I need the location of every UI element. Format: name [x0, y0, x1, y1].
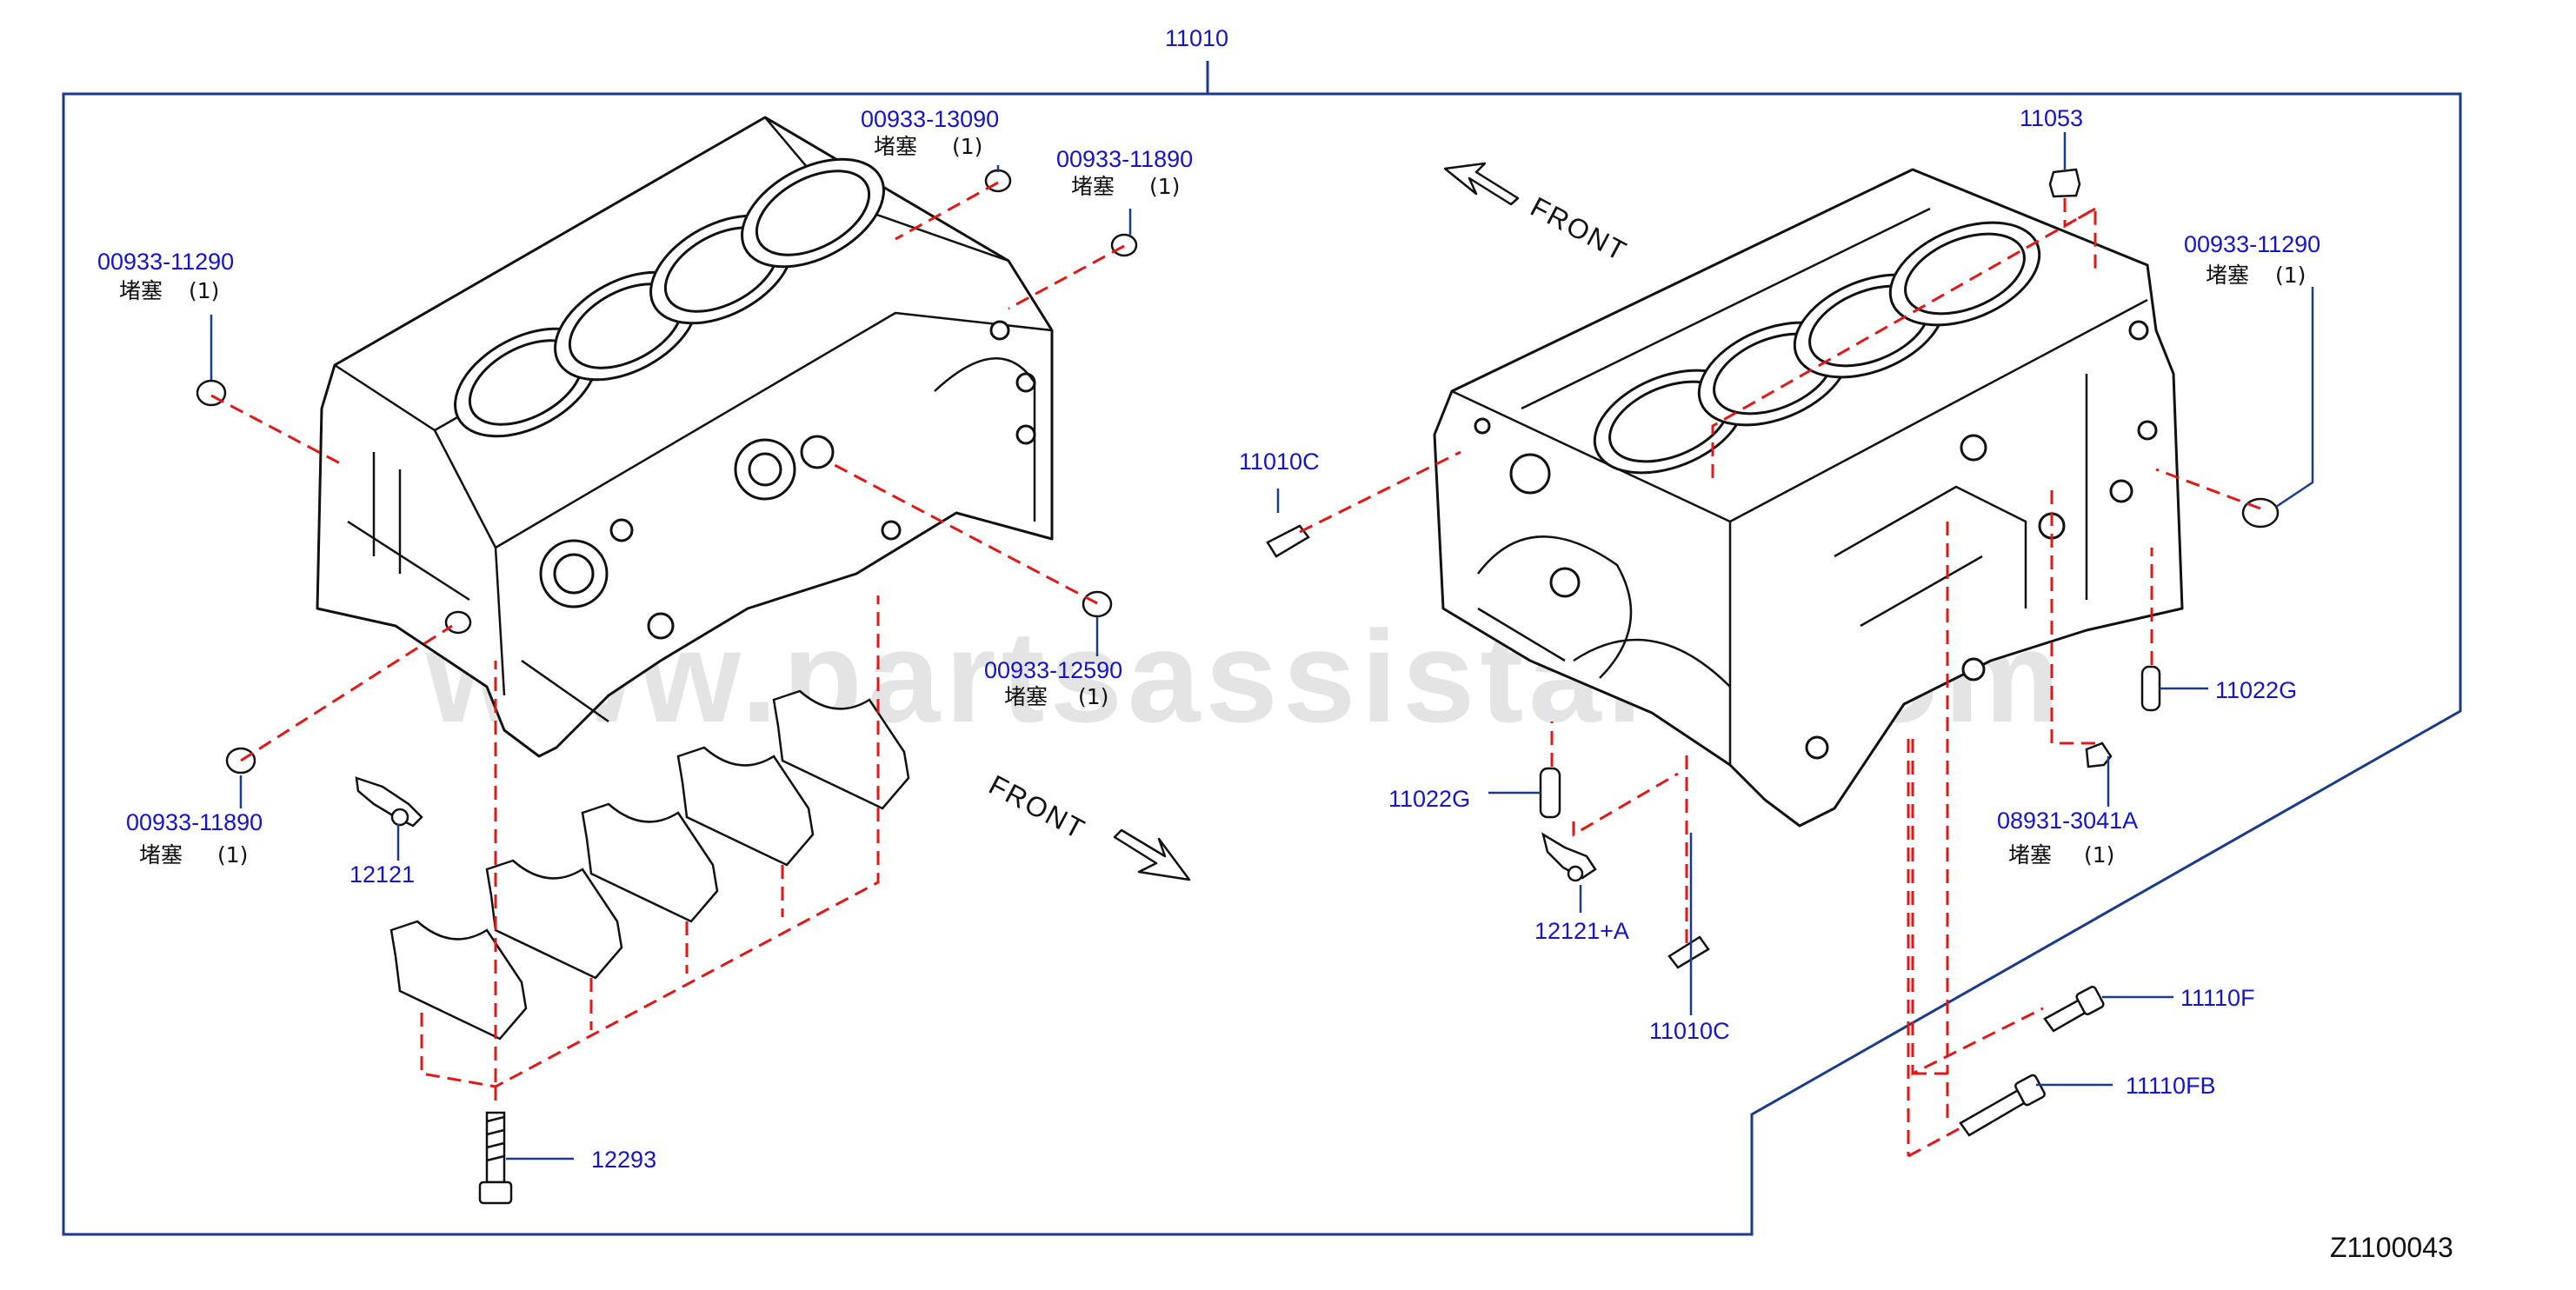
part-note: 堵塞: [139, 842, 183, 868]
main-bearing-caps: [389, 689, 910, 1041]
part-code: 11010C: [1239, 449, 1320, 475]
front-arrow-right: [1443, 162, 1520, 206]
part-qty: (1): [952, 134, 982, 159]
part-code: 12121+A: [1534, 918, 1629, 944]
assembly-label: 11010: [1165, 25, 1228, 51]
part-code: 11110F: [2180, 985, 2255, 1011]
part-qty: (1): [1078, 684, 1108, 709]
part-labels: 00933-13090 堵塞 (1) 00933-11890 堵塞 (1) 00…: [97, 105, 2320, 1173]
part-code: 08931-3041A: [1997, 808, 2138, 834]
part-qty: (1): [1149, 174, 1180, 199]
figure-code: Z1100043: [2330, 1232, 2453, 1263]
part-code: 11053: [2020, 105, 2083, 131]
part-code: 00933-11890: [1056, 146, 1193, 172]
part-code: 00933-12590: [984, 657, 1122, 683]
part-code: 00933-13090: [861, 106, 999, 132]
part-note: 堵塞: [1004, 684, 1048, 709]
part-qty: (1): [217, 842, 248, 868]
part-code: 11110FB: [2126, 1073, 2216, 1099]
front-label-right: FRONT: [1526, 190, 1633, 267]
part-code: 00933-11890: [126, 809, 263, 835]
left-dashed-connectors: [210, 181, 1125, 1104]
left-cylinder-block-drawing: [316, 116, 1054, 758]
part-note: 堵塞: [119, 278, 163, 303]
part-qty: (1): [189, 278, 219, 303]
part-code: 00933-11290: [2184, 231, 2320, 257]
part-note: 堵塞: [2206, 263, 2249, 288]
right-small-parts: [1266, 168, 2280, 1137]
oil-jet-12121: [355, 776, 423, 828]
part-note: 堵塞: [2008, 842, 2052, 868]
right-dashed-connectors: [1299, 198, 2261, 1158]
part-qty: (1): [2084, 842, 2114, 868]
part-code: 11022G: [2215, 677, 2297, 703]
part-code: 12293: [591, 1147, 656, 1173]
part-note: 堵塞: [874, 134, 917, 159]
part-note: 堵塞: [1071, 174, 1115, 199]
label-leaders: [210, 132, 2314, 1160]
assembly-boundary: [62, 61, 2462, 1236]
part-qty: (1): [2275, 263, 2306, 288]
part-code: 11010C: [1649, 1018, 1730, 1044]
part-code: 11022G: [1388, 786, 1470, 812]
front-arrow-left: [1113, 828, 1191, 881]
bolt-12293: [478, 1111, 513, 1205]
part-code: 12121: [349, 861, 415, 888]
part-code: 00933-11290: [97, 249, 234, 275]
front-label-left: FRONT: [984, 768, 1091, 845]
